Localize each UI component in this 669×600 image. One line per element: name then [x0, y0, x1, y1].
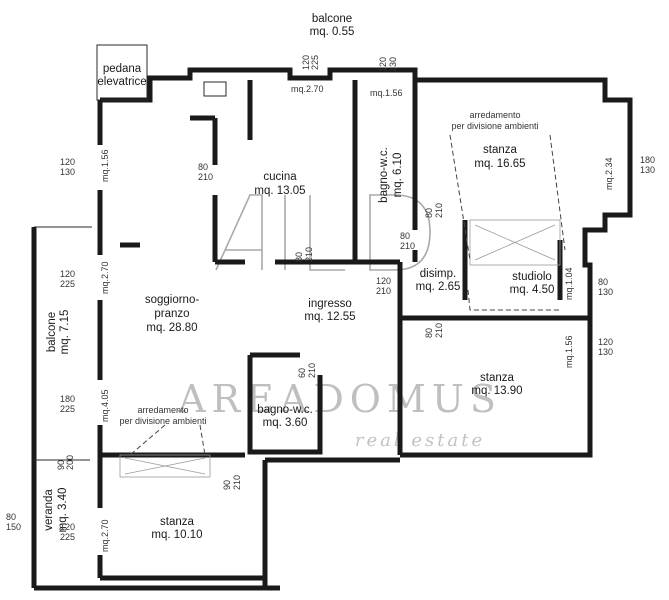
watermark-subtitle: real estate: [355, 430, 485, 451]
note-left-line2: per divisione ambienti: [119, 416, 206, 426]
stanza2-name: stanza: [480, 372, 514, 384]
veranda-area: mq. 3.40: [57, 488, 69, 533]
pedana-box: [96, 44, 148, 101]
dim-dis-w: 80: [400, 231, 410, 241]
dim-r2-h: 130: [598, 287, 613, 297]
studiolo-name: studiolo: [512, 271, 552, 283]
dim-balc-w: 120: [301, 55, 311, 70]
soggiorno-area: mq. 28.80: [146, 322, 197, 334]
room-labels: balcone mq. 0.55 pedana elevatrice cucin…: [43, 13, 554, 541]
bagno2-name: bagno-w.c.: [257, 404, 313, 416]
veranda-name: veranda: [43, 489, 55, 531]
dim-left2-w: 120: [60, 269, 75, 279]
dim-left2-h: 225: [60, 279, 75, 289]
dim-st2-h: 210: [434, 323, 444, 338]
studiolo-area: mq. 4.50: [510, 284, 555, 296]
note-left-line1: arredamento: [137, 405, 188, 415]
dim-bagno-h: 130: [388, 57, 398, 72]
note-top-line1: arredamento: [469, 110, 520, 120]
dim-bagno-w: 120: [378, 57, 388, 72]
stanza3-name: stanza: [160, 516, 194, 528]
balcone-top-name: balcone: [312, 13, 352, 25]
dim-left5-mq: mq.2.70: [100, 519, 110, 552]
dim-left2-mq: mq.2.70: [100, 261, 110, 294]
walls: [31, 44, 633, 591]
dim-r2-mq: mq.1.04: [564, 267, 574, 300]
dim-ing-w: 80: [294, 252, 304, 262]
dim-b2-w: 60: [297, 368, 307, 378]
balcone-left-area: mq. 7.15: [59, 310, 71, 355]
dim-balc-mq: mq.2.70: [291, 84, 324, 94]
dim-ent-h: 210: [376, 286, 391, 296]
stanza1-name: stanza: [483, 144, 517, 156]
soggiorno-name1: soggiorno-: [145, 294, 200, 306]
dim-left3-w: 180: [60, 394, 75, 404]
dim-far-w: 80: [6, 512, 16, 522]
dim-kit-w: 80: [198, 162, 208, 172]
bagno1-name: bagno-w.c.: [378, 147, 390, 203]
dim-balc-h: 225: [310, 55, 320, 70]
bagno1-area: mq. 6.10: [392, 153, 404, 198]
dim-st3-w: 90: [222, 480, 232, 490]
dim-left5-w: 120: [60, 522, 75, 532]
kitchen-vent: [203, 81, 227, 97]
balcone-left-name: balcone: [46, 312, 58, 352]
dim-r1-w: 180: [640, 155, 655, 165]
dim-r3-h: 130: [598, 347, 613, 357]
dim-left1-h: 130: [60, 167, 75, 177]
dim-bag-h: 210: [434, 203, 444, 218]
watermark-logo-icon: [215, 194, 431, 271]
dim-r3-mq: mq.1.56: [564, 335, 574, 368]
dim-r3-w: 120: [598, 337, 613, 347]
cucina-area: mq. 13.05: [254, 185, 305, 197]
bagno2-area: mq. 3.60: [263, 417, 308, 429]
dim-far-h: 150: [6, 522, 21, 532]
disimp-name: disimp.: [420, 268, 456, 280]
dim-st3-h: 210: [232, 475, 242, 490]
cucina-name: cucina: [263, 171, 297, 183]
dim-b2-h: 210: [307, 363, 317, 378]
dimension-labels: 120 225 mq.2.70 120 130 mq.1.56 80 210 1…: [6, 55, 655, 552]
dim-left1-w: 120: [60, 157, 75, 167]
dim-left4-w: 90: [56, 460, 66, 470]
dim-left4-h: 200: [65, 455, 75, 470]
disimp-area: mq. 2.65: [416, 281, 461, 293]
dim-bag-w: 80: [424, 208, 434, 218]
watermark: AREADOMUS real estate: [177, 194, 502, 451]
dim-r1-mq: mq.2.34: [604, 157, 614, 190]
ingresso-name: ingresso: [308, 298, 351, 310]
dim-dis-h: 210: [400, 241, 415, 251]
divider-furniture: [119, 134, 566, 478]
dim-bagno-mq: mq.1.56: [370, 88, 403, 98]
dim-kit-h: 210: [198, 172, 213, 182]
pedana-name2: elevatrice: [97, 76, 146, 88]
watermark-brand: AREADOMUS: [177, 377, 502, 421]
dim-left5-h: 225: [60, 532, 75, 542]
stanza3-area: mq. 10.10: [151, 529, 202, 541]
furniture-notes: arredamento per divisione ambienti arred…: [119, 110, 538, 426]
soggiorno-name2: pranzo: [154, 308, 189, 320]
dim-left1-mq: mq.1.56: [100, 149, 110, 182]
dim-st2-w: 80: [424, 328, 434, 338]
ingresso-area: mq. 12.55: [304, 311, 355, 323]
stanza2-area: mq. 13.90: [471, 385, 522, 397]
dim-left3-h: 225: [60, 404, 75, 414]
dim-r1-h: 130: [640, 165, 655, 175]
dim-r2-w: 80: [598, 277, 608, 287]
stanza1-area: mq. 16.65: [474, 158, 525, 170]
dim-ent-w: 120: [376, 276, 391, 286]
dim-left3-mq: mq.4.05: [100, 389, 110, 422]
dim-ing-h: 210: [304, 247, 314, 262]
pedana-name1: pedana: [103, 63, 142, 75]
balcone-top-area: mq. 0.55: [310, 26, 355, 38]
note-top-line2: per divisione ambienti: [451, 121, 538, 131]
